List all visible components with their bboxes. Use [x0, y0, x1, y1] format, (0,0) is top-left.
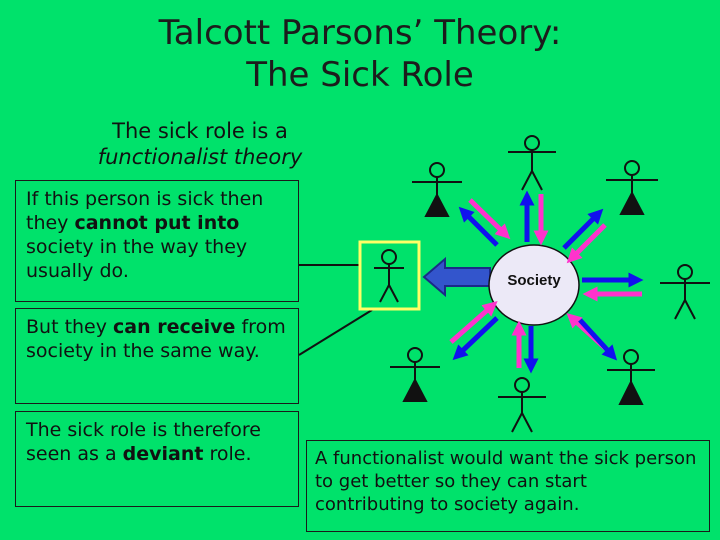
box3-text-pre: The sick role is therefore seen as a [26, 419, 261, 465]
arrow-lr-blue [578, 318, 618, 361]
box2-text-pre: But they [26, 316, 114, 338]
sick-person-figure [374, 249, 404, 303]
functionalist-note-box: A functionalist would want the sick pers… [306, 440, 710, 532]
cannot-put-in-box: If this person is sick then they cannot … [15, 180, 299, 302]
sick-person-highlight [358, 240, 421, 311]
box1-text-bold: cannot put into [74, 212, 240, 234]
box2-text-post: from society in the same way. [26, 316, 286, 362]
person-figure-lower-right [607, 349, 655, 405]
society-to-sick-arrow [422, 256, 491, 298]
box2-text-bold: can receive [113, 316, 236, 338]
arrow-ur-pink [566, 223, 607, 264]
person-figure-upper-right [606, 160, 658, 215]
arrow-ll-blue [452, 316, 499, 361]
box3-text-post: role. [203, 443, 252, 465]
box3-text-bold: deviant [122, 443, 204, 465]
subtitle-line-2: functionalist theory [97, 145, 303, 169]
box4-text: A functionalist would want the sick pers… [315, 448, 697, 515]
society-label: Society [507, 272, 561, 289]
subtitle: The sick role is a functionalist theory [55, 118, 345, 170]
box1-text-pre: If this person is sick then they [26, 188, 264, 234]
person-figure-right [660, 264, 710, 320]
deviant-role-box: The sick role is therefore seen as a dev… [15, 411, 299, 507]
subtitle-line-1: The sick role is a [112, 119, 288, 143]
person-figure-top [508, 135, 556, 191]
person-figure-bottom [498, 377, 546, 433]
can-receive-box: But they can receive from society in the… [15, 308, 299, 404]
box1-text-post: society in the way they usually do. [26, 236, 248, 282]
arrow-ul-pink [468, 198, 511, 240]
title-line-1: Talcott Parsons’ Theory: [158, 13, 562, 53]
person-figure-upper-left [412, 162, 462, 217]
person-figure-lower-left [390, 347, 440, 402]
slide-title: Talcott Parsons’ Theory: The Sick Role [0, 12, 720, 96]
arrow-ll-pink [449, 301, 498, 344]
title-line-2: The Sick Role [246, 55, 474, 95]
arrow-ur-blue [562, 208, 604, 250]
arrow-ul-blue [458, 206, 499, 247]
connector-line-2 [298, 309, 373, 356]
